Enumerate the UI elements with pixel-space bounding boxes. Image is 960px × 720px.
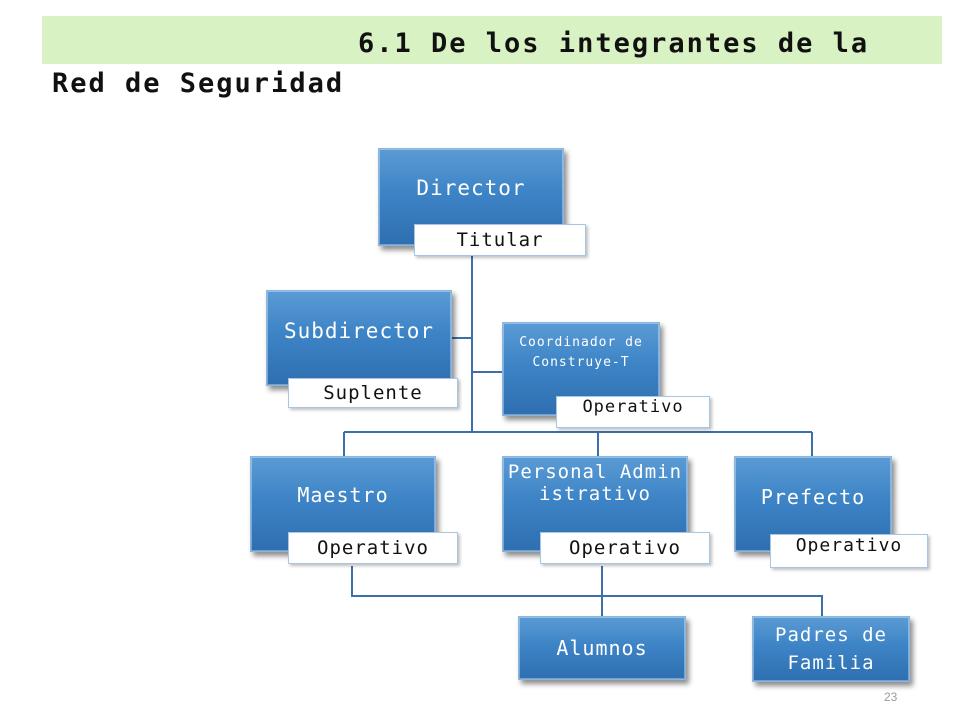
page-number: 23 xyxy=(884,690,898,704)
role-subdirector: Suplente xyxy=(288,378,458,408)
node-prefecto-label: Prefecto xyxy=(760,485,866,509)
node-director-label: Director xyxy=(416,176,526,200)
slide-title: 6.1 De los integrantes de la xyxy=(358,28,870,59)
node-padres: Padres de Familia xyxy=(752,616,910,682)
node-alumnos-label: Alumnos xyxy=(556,636,648,660)
node-coordinador-label: Coordinador de Construye-T xyxy=(519,335,643,370)
role-prefecto: Operativo xyxy=(770,534,928,568)
role-maestro: Operativo xyxy=(288,532,458,564)
node-maestro-label: Maestro xyxy=(297,483,389,507)
connector-maestro-padres xyxy=(351,566,823,616)
node-subdirector: Subdirector xyxy=(266,290,452,386)
slide-title-continued: Red de Seguridad xyxy=(52,68,345,99)
node-personal-label: Personal Administrativo xyxy=(507,461,683,505)
node-subdirector-label: Subdirector xyxy=(283,319,435,343)
title-bar xyxy=(42,16,942,64)
node-prefecto: Prefecto xyxy=(734,456,892,552)
node-padres-label: Padres de Familia xyxy=(775,624,887,674)
node-alumnos: Alumnos xyxy=(518,616,686,680)
role-personal: Operativo xyxy=(540,532,710,564)
role-coordinador: Operativo xyxy=(556,396,710,428)
role-director: Titular xyxy=(414,224,586,256)
